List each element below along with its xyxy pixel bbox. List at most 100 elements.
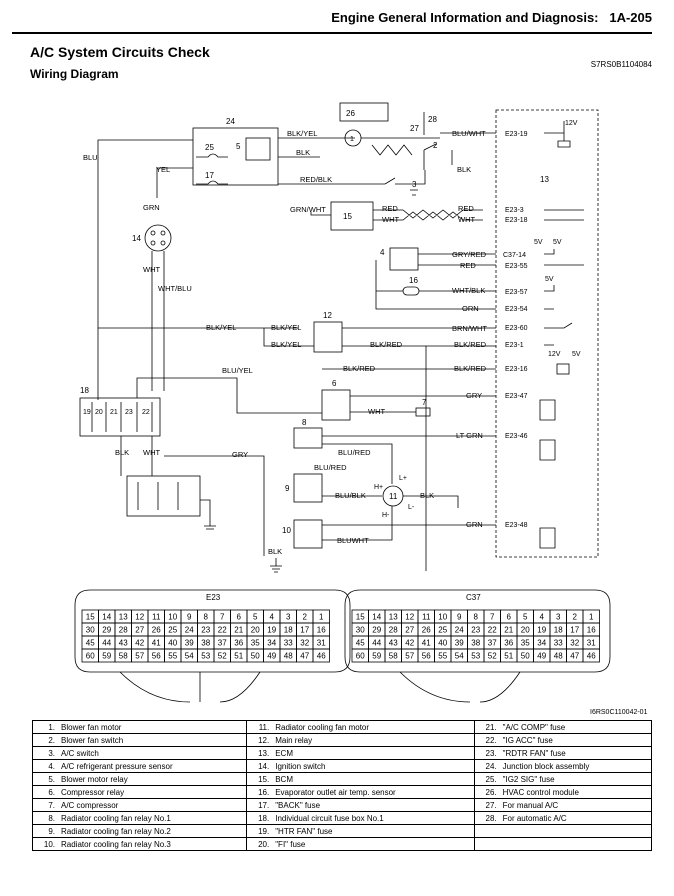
term-e23-55: E23-55 [505, 263, 528, 270]
doc-code: S7RS0B1104084 [590, 60, 652, 69]
label-12: 12 [323, 311, 332, 320]
connector-pin-number: 20 [251, 626, 260, 635]
term-e23-3: E23-3 [505, 207, 524, 214]
legend-cell: 27.For manual A/C [473, 798, 653, 812]
pressure-sensor [389, 247, 419, 271]
wire-label: WHT [382, 215, 399, 224]
term-e23-19: E23-19 [505, 131, 528, 138]
wire-label: BLU/WHT [452, 129, 486, 138]
compressor [415, 407, 431, 417]
wire-label: BRN/WHT [452, 324, 487, 333]
connector-pin-number: 40 [168, 639, 177, 648]
legend-cell: 7.A/C compressor [31, 798, 248, 812]
legend-cell: 1.Blower fan motor [31, 720, 248, 734]
legend-cell: 23."RDTR FAN" fuse [473, 746, 653, 760]
legend-text: Blower motor relay [61, 774, 128, 784]
volt-label: 5V [572, 351, 581, 358]
term-e23-48: E23-48 [505, 522, 528, 529]
connector-pin-number: 48 [284, 652, 293, 661]
connector-pin-number: 35 [251, 639, 260, 648]
connector-pin-number: 5 [523, 613, 528, 622]
label-24: 24 [226, 117, 235, 126]
wire-label: BLK/RED [370, 340, 403, 349]
connector-pin-number: 3 [286, 613, 291, 622]
connector-pin-number: 32 [570, 639, 579, 648]
legend-number: 7. [48, 800, 55, 810]
label-5: 5 [236, 142, 241, 151]
connector-pin-number: 21 [234, 626, 243, 635]
connector-pin-number: 17 [570, 626, 579, 635]
legend-text: Junction block assembly [502, 761, 590, 771]
ignition-switch [144, 224, 172, 252]
connector-pin-number: 34 [267, 639, 276, 648]
evap-sensor [402, 286, 420, 296]
connector-pin-number: 16 [587, 626, 596, 635]
legend-number: 16. [258, 787, 270, 797]
wire-label: BLU/BLK [335, 491, 366, 500]
fan-relay-2 [293, 473, 323, 503]
legend-number: 3. [48, 748, 55, 758]
wire-label: ORN [462, 304, 479, 313]
junction-block [192, 127, 279, 186]
connector-pin-number: 57 [405, 652, 414, 661]
connector-pin-number: 42 [135, 639, 144, 648]
connector-pin-number: 32 [300, 639, 309, 648]
wire-label: GRN [466, 520, 483, 529]
connector-pin-number: 38 [201, 639, 210, 648]
connector-pin-number: 25 [438, 626, 447, 635]
connector-pin-number: 21 [504, 626, 513, 635]
connector-c37-label: C37 [466, 593, 481, 602]
label-16: 16 [409, 276, 418, 285]
volt-label: 5V [545, 276, 554, 283]
connector-pin-number: 1 [319, 613, 324, 622]
connector-pin-number: 50 [521, 652, 530, 661]
label-hplus: H+ [374, 484, 383, 491]
connector-pin-number: 49 [537, 652, 546, 661]
connector-pin-number: 37 [218, 639, 227, 648]
legend-cell: 6.Compressor relay [31, 785, 248, 799]
ac-switch [384, 170, 426, 196]
connector-pin-number: 52 [218, 652, 227, 661]
connector-pin-number: 23 [471, 626, 480, 635]
label-28: 28 [428, 115, 437, 124]
legend-number: 15. [258, 774, 270, 784]
legend-number: 6. [48, 787, 55, 797]
connector-pin-number: 26 [152, 626, 161, 635]
wire-label: GRY/RED [452, 250, 487, 259]
label-1: 1 [350, 136, 354, 143]
connector-pin-number: 37 [488, 639, 497, 648]
legend-number: 28. [485, 813, 497, 823]
label-15: 15 [343, 212, 352, 221]
connector-pin-number: 31 [317, 639, 326, 648]
wire-label: BLU/YEL [222, 366, 253, 375]
label-lplus: L+ [399, 475, 407, 482]
wire-label: GRY [232, 450, 248, 459]
legend-cell: 8.Radiator cooling fan relay No.1 [31, 811, 248, 825]
wire-label: RED [460, 261, 476, 270]
connector-pin-number: 19 [267, 626, 276, 635]
wire-label: GRY [466, 391, 482, 400]
legend-number: 18. [258, 813, 270, 823]
wire-label: WHT [458, 215, 475, 224]
term-e23-57: E23-57 [505, 289, 528, 296]
label-lminus: L- [408, 504, 415, 511]
connector-pin-number: 15 [86, 613, 95, 622]
label-9: 9 [285, 484, 290, 493]
wire-label: RED/BLK [300, 175, 332, 184]
legend-cell: 22."IG ACC" fuse [473, 733, 653, 747]
connector-pin-number: 59 [102, 652, 111, 661]
legend-number: 10. [43, 839, 55, 849]
connector-pin-number: 13 [389, 613, 398, 622]
legend-number: 4. [48, 761, 55, 771]
connector-pin-number: 41 [422, 639, 431, 648]
legend-number: 8. [48, 813, 55, 823]
connector-pin-number: 13 [119, 613, 128, 622]
legend-number: 22. [485, 735, 497, 745]
wire-label: BLK [268, 547, 282, 556]
connector-pin-number: 35 [521, 639, 530, 648]
connector-pin-number: 28 [389, 626, 398, 635]
connector-pin-number: 54 [455, 652, 464, 661]
